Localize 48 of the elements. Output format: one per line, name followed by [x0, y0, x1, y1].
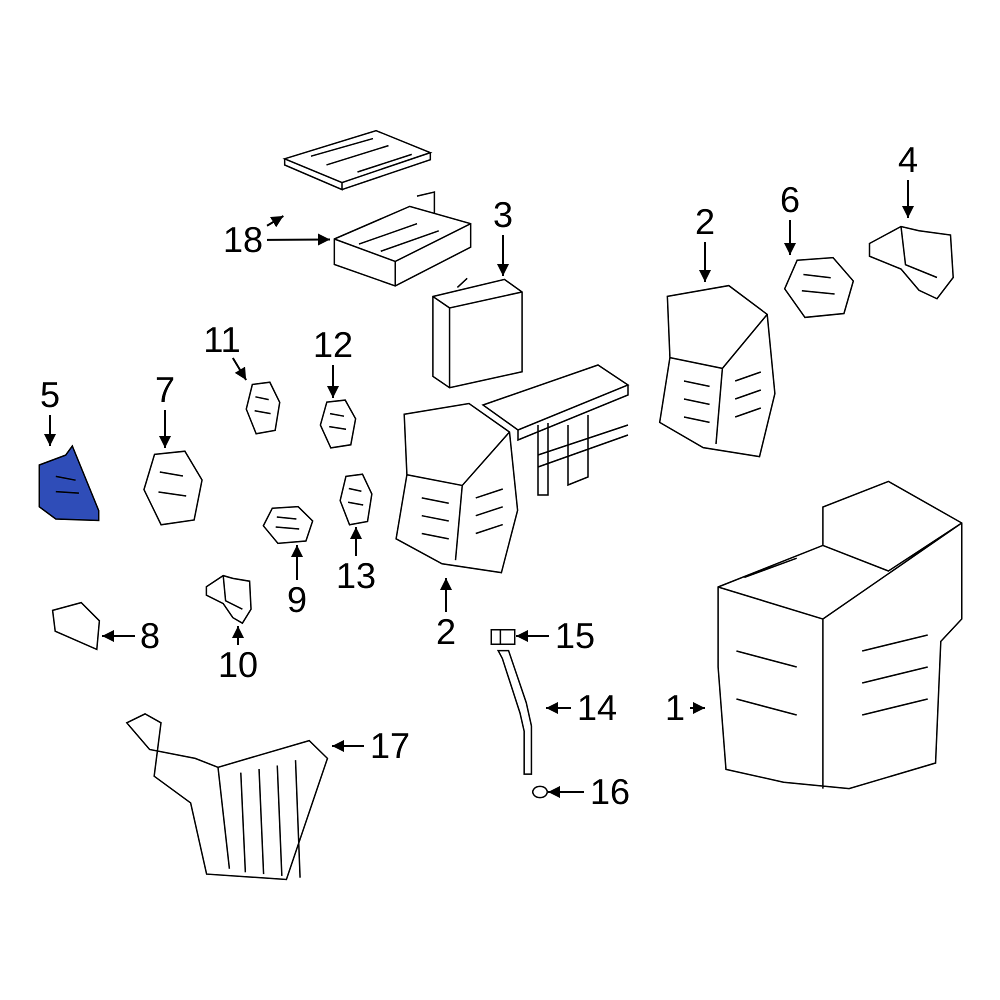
seal-drawing — [318, 398, 358, 450]
leader-line — [44, 415, 56, 446]
leader-line — [232, 626, 244, 645]
callout-number: 7 — [152, 370, 178, 410]
leader-line — [548, 786, 584, 798]
callout-number: 2 — [433, 612, 459, 652]
o-ring-drawing — [532, 785, 548, 799]
callout-number: 14 — [573, 688, 621, 728]
leader-line — [350, 527, 362, 556]
callout-number: 11 — [198, 320, 246, 360]
leader-line — [497, 235, 509, 276]
callout-number: 16 — [586, 772, 634, 812]
callout-number: 18 — [219, 220, 267, 260]
leader-line — [699, 242, 711, 282]
leader-line — [546, 702, 571, 714]
leader-line — [690, 702, 705, 714]
leader-line — [267, 234, 330, 246]
callout-number: 9 — [284, 580, 310, 620]
callout-number: 13 — [332, 556, 380, 596]
leader-line — [440, 578, 452, 612]
leader-line — [291, 545, 303, 580]
leader-line — [516, 630, 549, 642]
callout-number: 12 — [309, 325, 357, 365]
callout-number: 15 — [551, 616, 599, 656]
callout-number: 2 — [692, 202, 718, 242]
callout-number: 10 — [214, 645, 262, 685]
seal-drawing — [140, 448, 206, 528]
seal-drawing — [244, 380, 282, 436]
callout-number: 5 — [37, 375, 63, 415]
seal-drawing — [50, 600, 102, 652]
leader-line — [159, 410, 171, 448]
callout-number: 1 — [662, 688, 688, 728]
seal-drawing — [338, 472, 374, 527]
clip-drawing — [490, 628, 516, 646]
leader-line — [332, 740, 364, 752]
callout-number: 6 — [777, 180, 803, 220]
leader-line — [232, 357, 247, 381]
seal-drawing — [260, 505, 316, 545]
leader-line — [102, 630, 135, 642]
leader-line — [327, 365, 339, 398]
leader-line — [902, 180, 914, 218]
callout-number: 4 — [895, 140, 921, 180]
bracket-drawing — [36, 446, 102, 522]
leader-line — [266, 215, 284, 228]
callout-number: 17 — [366, 726, 414, 766]
leader-line — [784, 220, 796, 255]
callout-number: 3 — [490, 195, 516, 235]
callout-number: 8 — [137, 616, 163, 656]
